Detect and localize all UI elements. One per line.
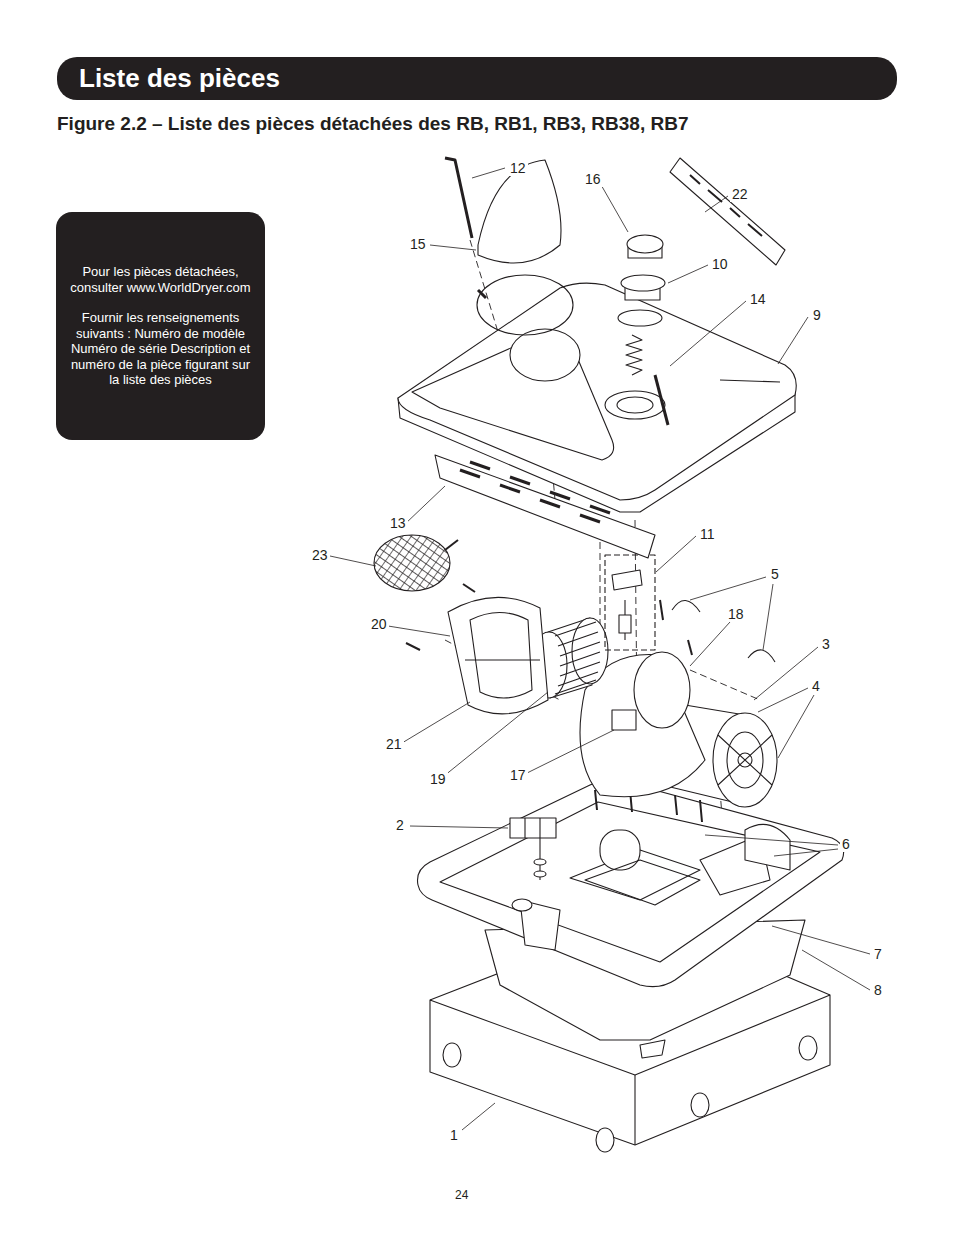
callout-number: 4 [810, 678, 822, 694]
info-text: Pour les pièces détachées, consulter www… [70, 264, 251, 295]
base-housing [418, 781, 844, 1058]
callout-number: 3 [820, 636, 832, 652]
callout-number: 12 [508, 160, 528, 176]
callout-number: 1 [448, 1127, 460, 1143]
push-button [618, 235, 668, 425]
callout-number: 11 [698, 526, 717, 542]
callout-number: 13 [388, 515, 408, 531]
callout-number: 23 [310, 547, 330, 563]
callout-number: 8 [872, 982, 884, 998]
thermostat [605, 555, 663, 650]
terminal-block [510, 818, 556, 880]
title-bar: Liste des pièces [57, 57, 897, 100]
callout-number: 21 [384, 736, 404, 752]
callout-number: 6 [840, 836, 852, 852]
callout-number: 15 [408, 236, 428, 252]
cover [398, 283, 796, 512]
info-box: Pour les pièces détachées, consulter www… [56, 212, 265, 440]
mesh-filter [374, 535, 458, 591]
instruction-label [670, 158, 785, 265]
brackets [672, 600, 775, 662]
screws [595, 790, 790, 870]
callout-number: 20 [369, 616, 389, 632]
callout-number: 7 [872, 946, 884, 962]
callout-number: 16 [583, 171, 603, 187]
callout-number: 18 [726, 606, 746, 622]
callout-number: 22 [730, 186, 750, 202]
callout-number: 2 [394, 817, 406, 833]
callout-number: 5 [769, 566, 781, 582]
callout-number: 10 [710, 256, 730, 272]
callout-number: 14 [748, 291, 768, 307]
figure-caption: Figure 2.2 – Liste des pièces détachées … [57, 112, 688, 136]
page-number: 24 [453, 1188, 470, 1202]
callout-number: 19 [428, 771, 448, 787]
page-title: Liste des pièces [57, 57, 897, 100]
nozzle-housing [448, 597, 548, 713]
screws [406, 584, 475, 650]
callout-number: 17 [508, 767, 528, 783]
nozzle [445, 158, 573, 335]
info-text: Fournir les renseignements suivants : Nu… [70, 310, 251, 388]
leader-lines [330, 168, 870, 1130]
callout-number: 9 [811, 307, 823, 323]
